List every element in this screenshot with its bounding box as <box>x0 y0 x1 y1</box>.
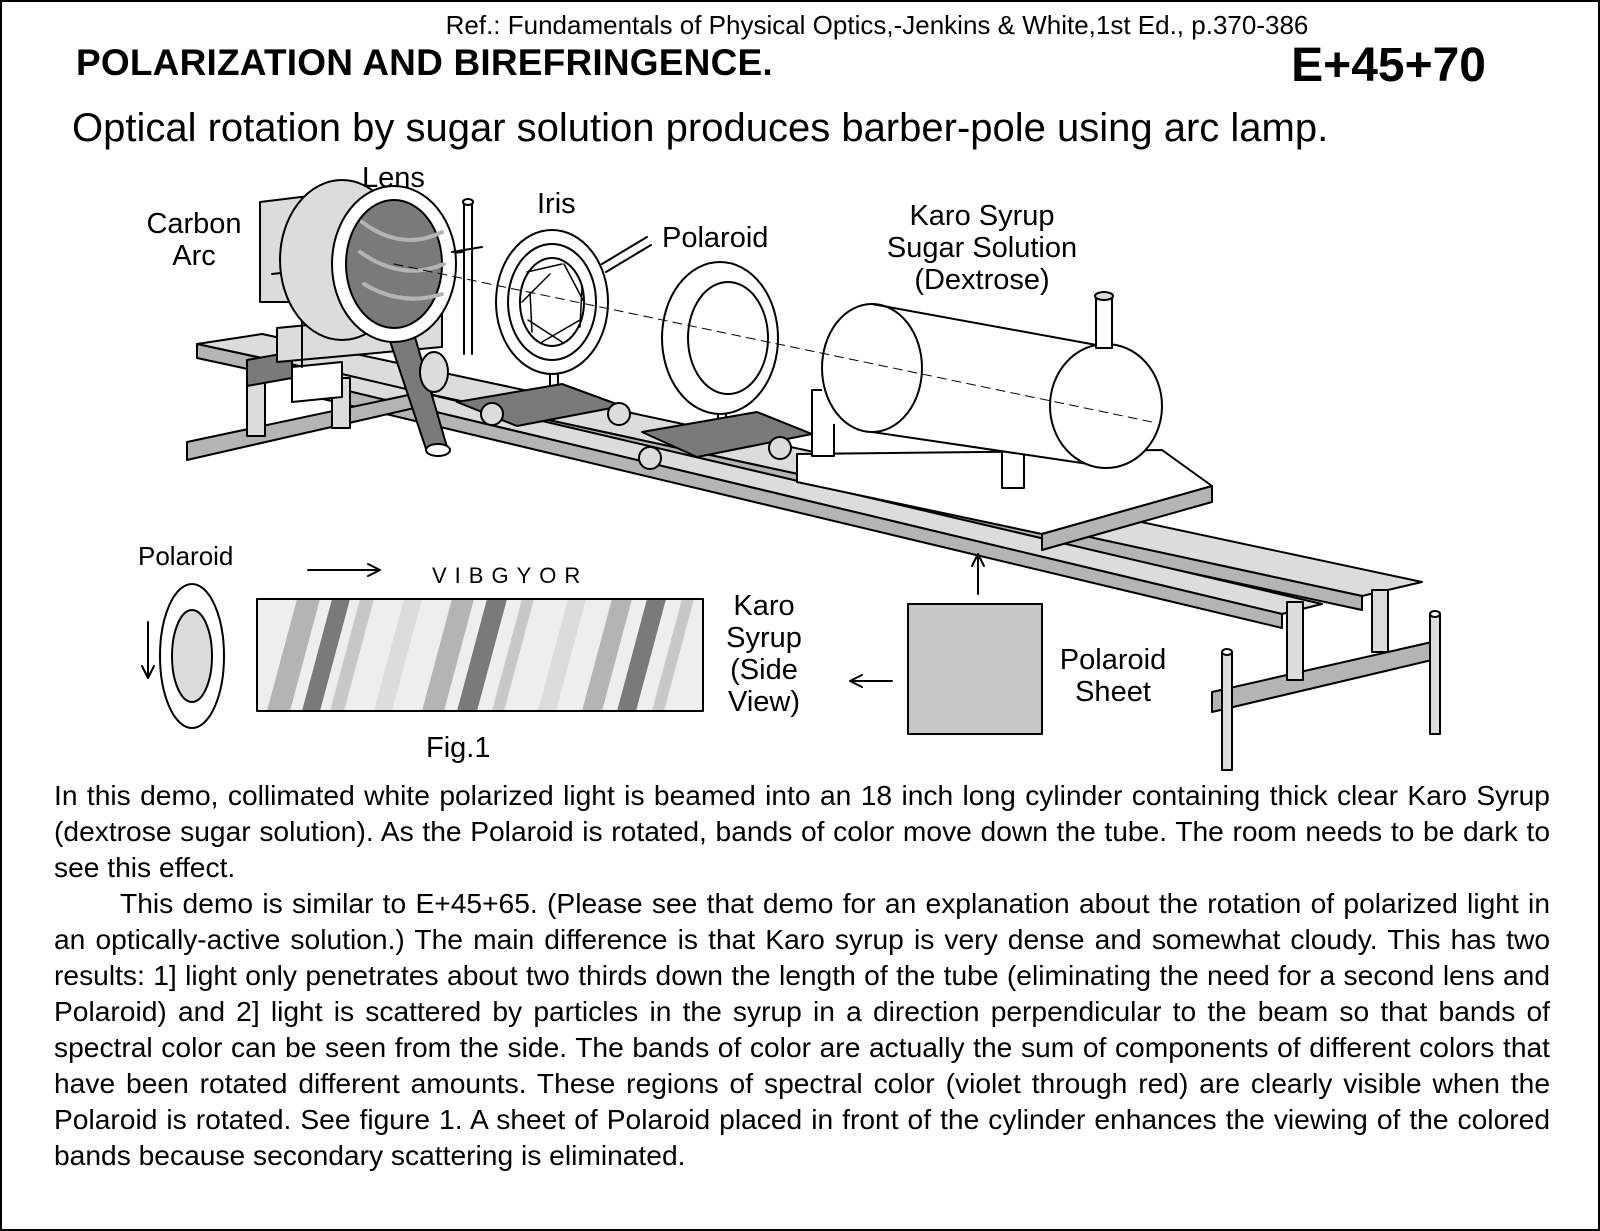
label-side-line4: View) <box>728 686 800 718</box>
label-carbon-arc-line2: Arc <box>172 240 216 272</box>
light-beam-line <box>393 263 1153 423</box>
polaroid-sheet <box>907 603 1043 735</box>
label-sheet-line1: Polaroid <box>1059 644 1167 676</box>
barber-pole-strip <box>256 598 704 712</box>
reference-line: Ref.: Fundamentals of Physical Optics,-J… <box>445 10 1309 40</box>
label-syrup-line2: Sugar Solution <box>886 232 1078 264</box>
label-side-line1: Karo <box>733 590 795 622</box>
apparatus-illustration <box>141 179 1441 771</box>
paragraph-2: This demo is similar to E+45+65. (Please… <box>54 887 1550 1171</box>
lens-housing <box>279 179 483 355</box>
demo-code: E+45+70 <box>1291 39 1486 92</box>
label-carbon-arc: Carbon Arc <box>134 208 254 272</box>
label-syrup-solution: Karo Syrup Sugar Solution (Dextrose) <box>862 200 1102 296</box>
figure-caption: Fig.1 <box>426 732 491 764</box>
polaroid-disk <box>661 261 779 443</box>
label-sheet-line2: Sheet <box>1075 676 1151 708</box>
paragraph-1: In this demo, collimated white polarized… <box>54 779 1550 883</box>
direction-arrow <box>307 563 381 577</box>
label-syrup-line3: (Dextrose) <box>914 264 1050 296</box>
page-subtitle: Optical rotation by sugar solution produ… <box>72 106 1329 150</box>
label-carbon-arc-line1: Carbon <box>146 208 242 240</box>
label-lens: Lens <box>362 162 425 194</box>
left-arrow <box>849 674 893 688</box>
label-iris: Iris <box>537 188 576 220</box>
page-title: POLARIZATION AND BIREFRINGENCE. <box>76 42 773 83</box>
syrup-cylinder <box>796 291 1213 551</box>
label-side-line3: (Side <box>730 654 798 686</box>
label-syrup-line1: Karo Syrup <box>909 200 1055 232</box>
label-polaroid-top: Polaroid <box>662 222 769 254</box>
label-side-line2: Syrup <box>726 622 802 654</box>
label-polaroid-sheet: Polaroid Sheet <box>1048 644 1178 708</box>
label-side-view: Karo Syrup (Side View) <box>714 590 814 718</box>
up-arrow <box>971 553 985 595</box>
inset-polaroid <box>141 583 225 729</box>
label-polaroid-inset: Polaroid <box>138 541 234 571</box>
bench-carriers <box>456 383 813 470</box>
label-vibgyor: VIBGYOR <box>432 563 589 588</box>
iris-diaphragm <box>495 229 652 405</box>
description-text: In this demo, collimated white polarized… <box>54 777 1550 1173</box>
